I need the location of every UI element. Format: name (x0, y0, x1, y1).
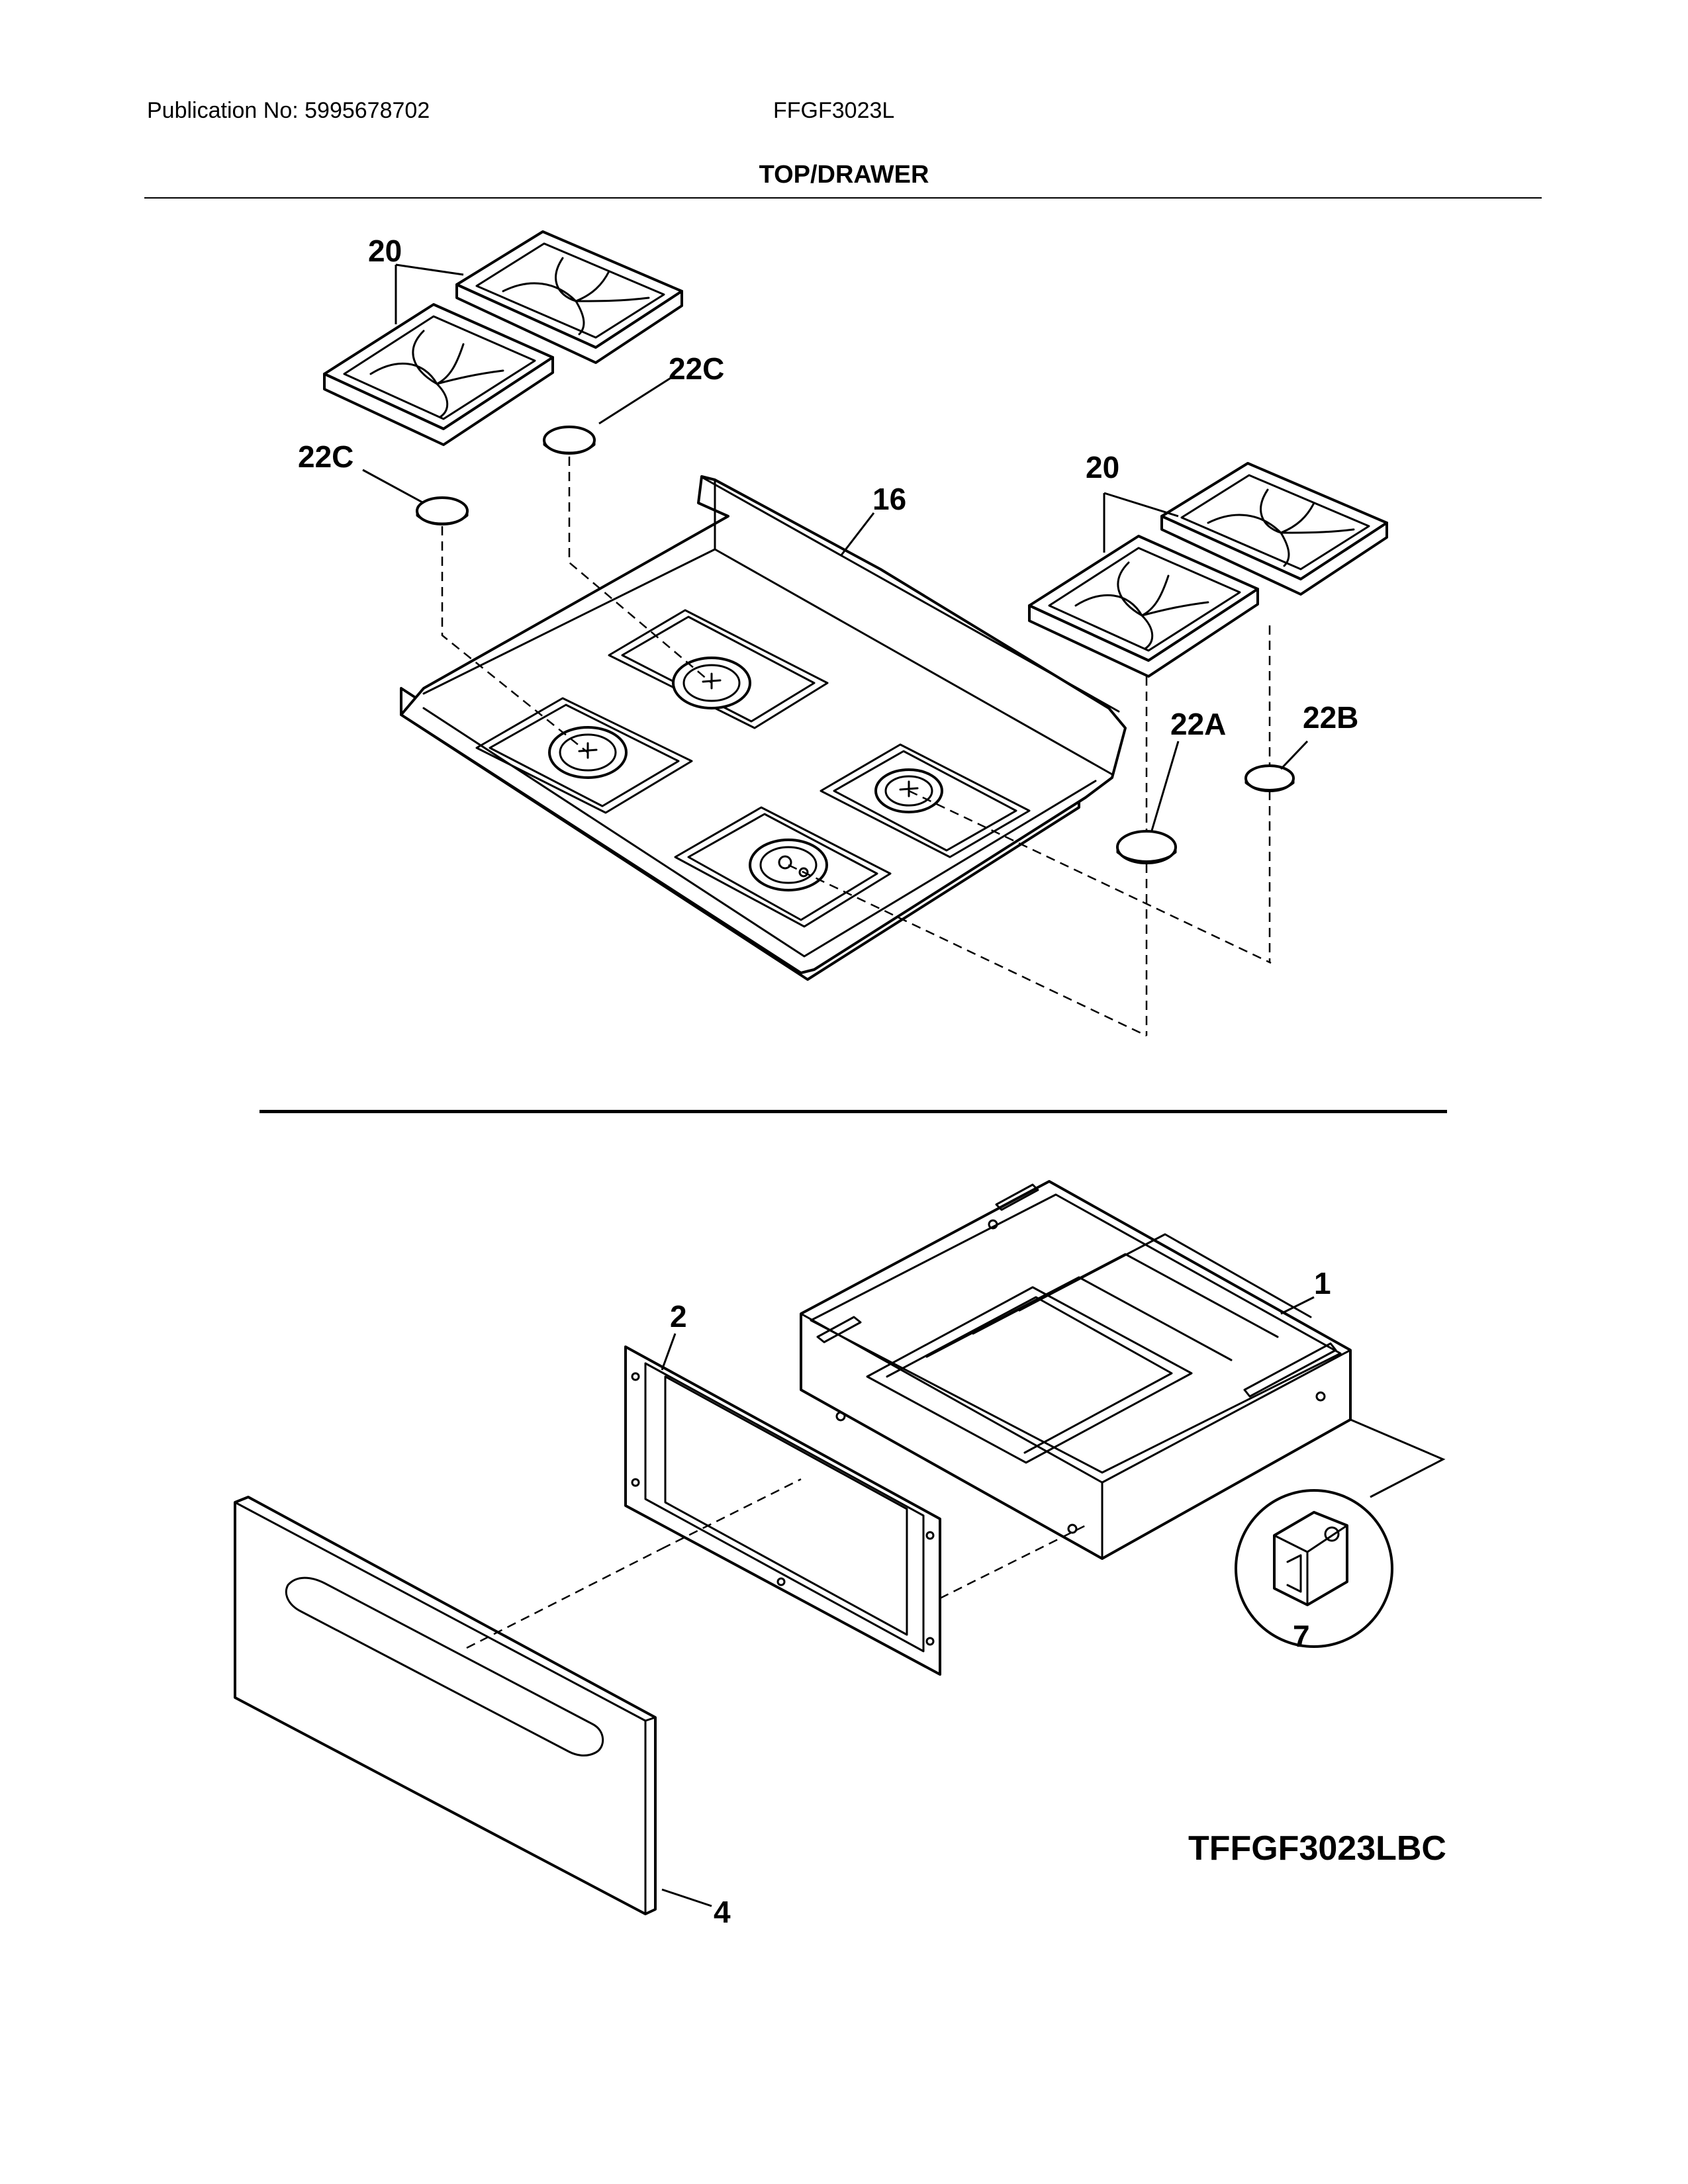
callout-cap-22a: 22A (1170, 707, 1226, 741)
burner-cap-22b[interactable] (1244, 764, 1295, 792)
burner-cap-22c-left[interactable] (416, 496, 469, 525)
callout-cap-22c-left: 22C (298, 439, 353, 474)
grates-left-part-20[interactable] (323, 230, 683, 446)
callout-drawer-liner: 2 (670, 1299, 687, 1334)
clip-detail-part-7[interactable] (1235, 1418, 1446, 1648)
grates-right-part-20[interactable] (1028, 462, 1388, 678)
callout-drawer-body: 1 (1314, 1266, 1331, 1300)
header-rule (144, 197, 1542, 199)
drawer-alignment-lines (466, 1478, 1086, 1649)
diagram-code: TFFGF3023LBC (1188, 1829, 1446, 1868)
cooktop-part-16[interactable] (400, 475, 1127, 981)
section-divider (259, 1110, 1447, 1113)
drawer-body-part-1[interactable] (800, 1180, 1352, 1560)
burner-cap-22c-right[interactable] (543, 426, 596, 455)
callout-cap-22c-right: 22C (669, 351, 724, 386)
burner-cap-22a[interactable] (1116, 830, 1177, 864)
callout-cooktop: 16 (872, 482, 906, 516)
drawer-liner-part-2[interactable] (624, 1345, 941, 1676)
model-number: FFGF3023L (773, 98, 895, 123)
drawer-front-part-4[interactable] (234, 1496, 657, 1915)
publication-number: Publication No: 5995678702 (147, 98, 430, 123)
callout-cap-22b: 22B (1303, 700, 1358, 735)
callout-clip: 7 (1293, 1619, 1310, 1653)
callout-grates-right: 20 (1086, 450, 1119, 484)
callout-drawer-front: 4 (714, 1895, 731, 1929)
cooktop-alignment-lines (441, 457, 1272, 1037)
drawer-leader-lines (661, 1296, 1315, 1907)
section-title: TOP/DRAWER (759, 161, 929, 189)
callout-grates-left: 20 (368, 234, 402, 268)
cooktop-leader-lines (362, 263, 1309, 831)
